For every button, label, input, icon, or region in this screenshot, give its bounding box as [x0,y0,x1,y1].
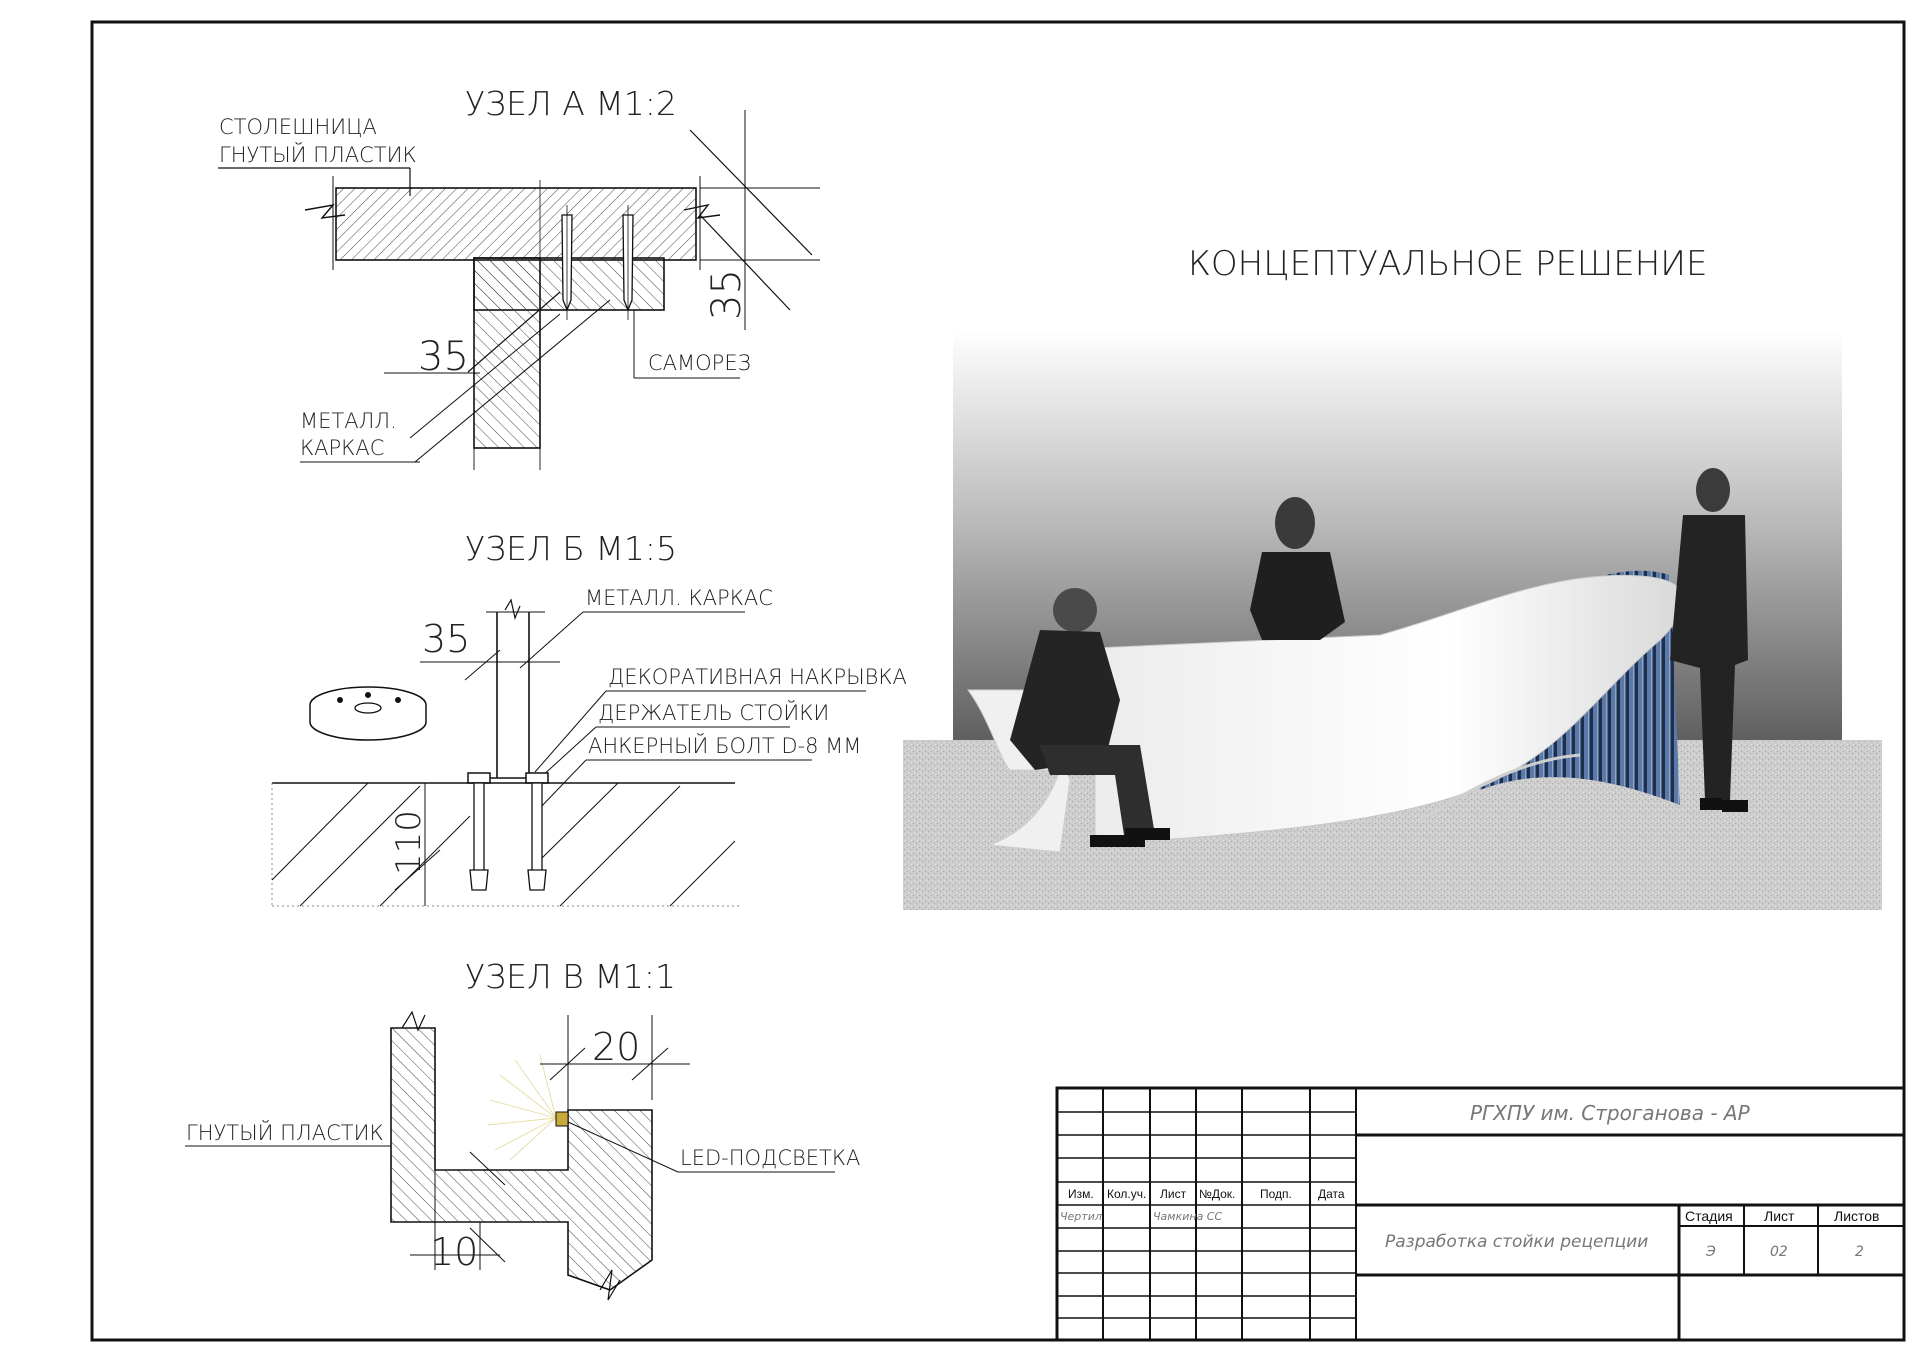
sheet-frame [90,20,1906,1342]
node-b-label-holder: ДЕРЖАТЕЛЬ СТОЙКИ [598,700,829,725]
title-block-sheet-value: 02 [1770,1244,1788,1260]
node-b-label-frame: МЕТАЛЛ. КАРКАС [585,586,773,610]
node-v-label-led: LED-ПОДСВЕТКА [680,1146,860,1170]
node-v-bent-plastic-profile [390,1027,653,1291]
node-a-dim-horizontal: 35 [418,334,469,380]
title-block-header-3: №Док. [1199,1187,1235,1201]
title-block-header-4: Подп. [1260,1187,1292,1201]
title-block-stage-label: Стадия [1685,1208,1733,1224]
title-block-drawn-name: Чамкина СС [1153,1210,1222,1223]
node-b-label-cover: ДЕКОРАТИВНАЯ НАКРЫВКА [608,665,907,689]
node-a-label-frame: КАРКАС [300,436,384,460]
node-b-title: УЗЕЛ Б М1:5 [465,529,677,568]
concept-person-seated [1010,588,1170,847]
node-a-label-bent-plastic: ГНУТЫЙ ПЛАСТИК [219,142,417,167]
concept-reception-desk [1094,574,1685,841]
title-block-sheet-label: Лист [1764,1208,1795,1224]
title-block-header-0: Изм. [1068,1187,1094,1201]
node-v-led-light [487,1054,569,1161]
node-a-label-countertop: СТОЛЕШНИЦА [219,115,377,139]
node-a-metal-frame-post [473,257,541,449]
node-a-dim-vertical: 35 [704,269,750,320]
node-a-countertop [335,187,697,261]
concept-person-standing [1670,468,1748,812]
node-v-label-plastic: ГНУТЫЙ ПЛАСТИК [186,1120,384,1145]
node-b-dim-top: 35 [422,617,470,661]
node-a-label-screw: САМОРЕЗ [648,351,751,375]
node-a-drawing: УЗЕЛ А М1:2 СТОЛЕШНИЦА ГНУТЫЙ ПЛАСТИК 35 [218,84,820,470]
node-v-title: УЗЕЛ В М1:1 [465,957,676,996]
node-b-ground-hatch [271,782,736,907]
title-block-stage-value: Э [1705,1244,1716,1260]
title-block-project: Разработка стойки рецепции [1385,1232,1648,1252]
concept-person-receptionist [1250,497,1345,640]
concept-render [903,330,1882,910]
title-block-sheets-value: 2 [1855,1244,1864,1260]
title-block-org: РГХПУ им. Строганова - АР [1470,1101,1751,1125]
node-a-screws [561,205,634,320]
concept-title: КОНЦЕПТУАЛЬНОЕ РЕШЕНИЕ [1188,244,1707,284]
node-v-dim-top: 20 [592,1025,640,1069]
title-block-sheets-label: Листов [1834,1208,1880,1224]
node-b-drawing: УЗЕЛ Б М1:5 МЕТАЛЛ. КАРКАС 35 ДЕКОРАТИВН… [271,529,907,907]
node-v-drawing: УЗЕЛ В М1:1 20 ГНУТЫЙ ПЛАСТИК [185,957,860,1301]
title-block-drawn-label: Чертил [1060,1210,1102,1223]
node-b-label-bolt: АНКЕРНЫЙ БОЛТ D-8 ММ [588,733,861,758]
title-block-header-2: Лист [1160,1187,1187,1201]
node-a-label-metal: МЕТАЛЛ. [300,409,397,433]
node-b-washer [309,686,427,741]
title-block-header-1: Кол.уч. [1107,1187,1146,1201]
node-a-title: УЗЕЛ А М1:2 [465,84,677,123]
node-v-dim-bottom: 10 [430,1230,478,1274]
title-block-header-5: Дата [1318,1187,1345,1201]
node-b-anchor-bolts [469,782,547,891]
node-b-dim-depth: 110 [389,810,429,875]
title-block: РГХПУ им. Строганова - АР Изм. Кол.уч. Л… [1055,1086,1906,1342]
